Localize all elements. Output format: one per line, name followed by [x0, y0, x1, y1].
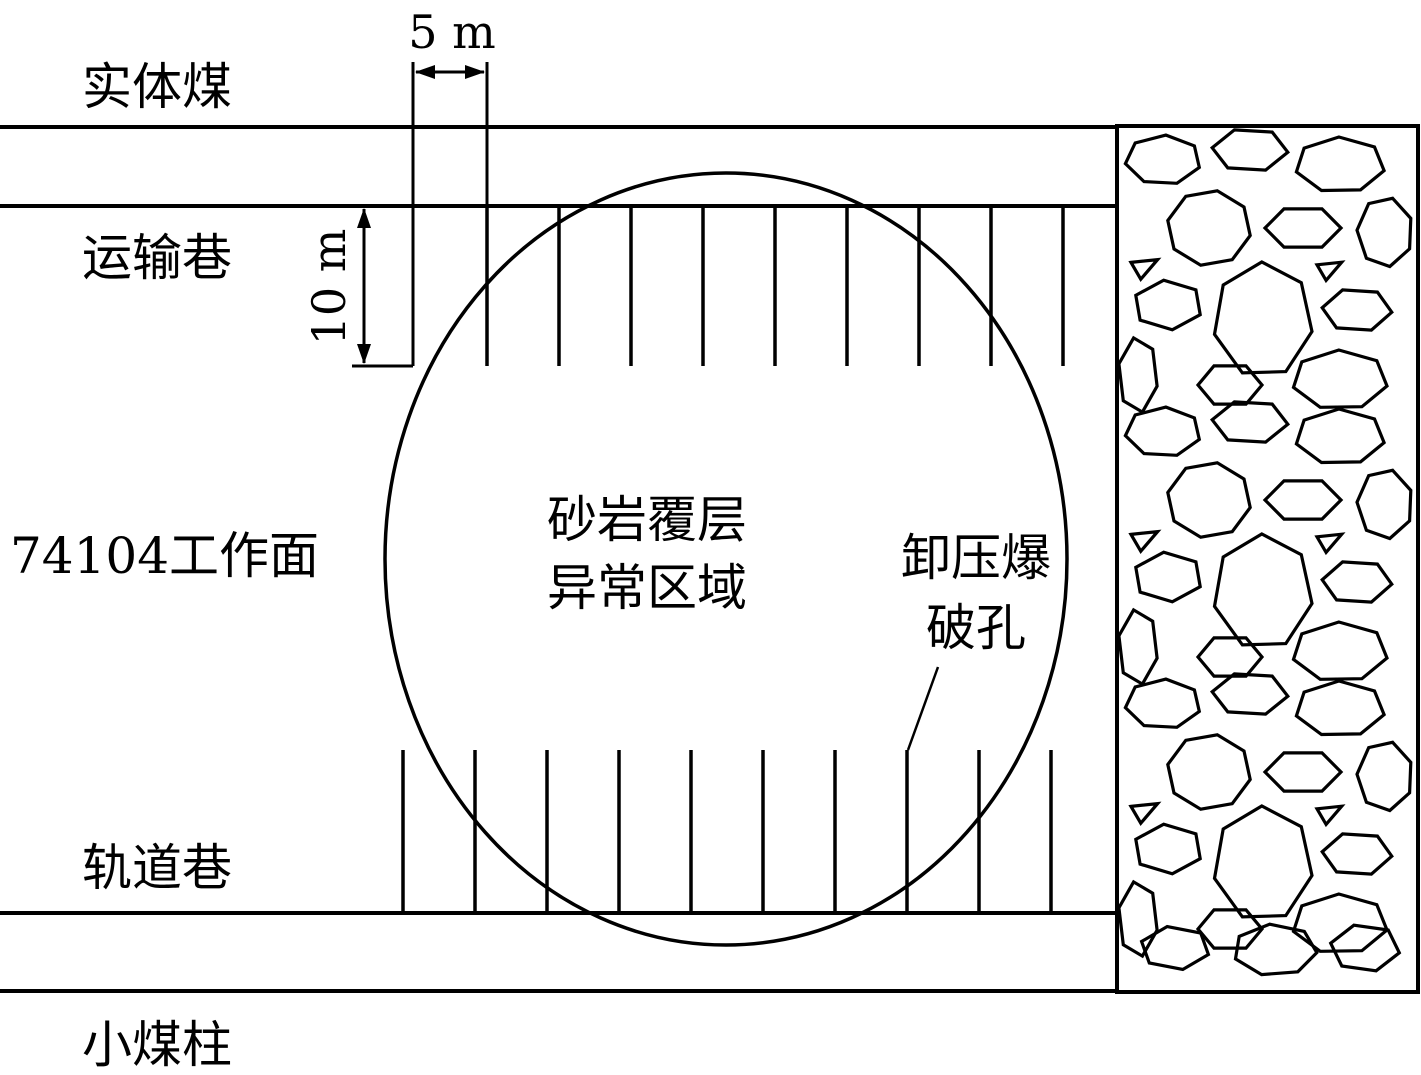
roadway-lines — [0, 125, 1118, 993]
blasthole-label-line2: 破孔 — [926, 599, 1026, 657]
goaf-rock-11 — [1195, 364, 1265, 406]
goaf-rock-26 — [1209, 672, 1291, 716]
goaf-rock-27 — [1294, 679, 1387, 737]
transport-roadway-label: 运输巷 — [82, 229, 232, 287]
goaf-rock-small-0-b — [1314, 260, 1346, 284]
goaf-rock-32 — [1212, 804, 1314, 919]
goaf-rock-22 — [1117, 607, 1159, 687]
track-roadway-label: 轨道巷 — [82, 839, 232, 897]
goaf-rock-25 — [1123, 677, 1202, 729]
blasthole-label-line1: 卸压爆 — [901, 529, 1051, 587]
goaf-rock-10 — [1117, 335, 1159, 415]
goaf-rock-28 — [1166, 733, 1252, 811]
goaf-rock-15 — [1294, 407, 1387, 465]
transport-side-blastholes — [485, 206, 1065, 366]
working-face-label: 74104工作面 — [10, 527, 319, 585]
spacing-arrowhead-left — [415, 65, 435, 79]
goaf-rock-38 — [1233, 922, 1319, 977]
sandstone-anomaly-circle — [383, 171, 1069, 947]
goaf-rock-4 — [1166, 189, 1252, 267]
goaf-rock-8 — [1212, 260, 1314, 375]
goaf-rock-29 — [1262, 751, 1344, 793]
depth-arrowhead-bottom — [357, 344, 371, 364]
goaf-rock-13 — [1123, 405, 1202, 457]
blasthole-leader-line — [906, 666, 940, 751]
small-pillar-label: 小煤柱 — [82, 1016, 232, 1070]
goaf-rock-36 — [1291, 892, 1389, 953]
goaf-rock-14 — [1209, 400, 1291, 444]
goaf-rock-small-2-b — [1314, 804, 1346, 828]
goaf-rock-small-1-a — [1128, 529, 1162, 554]
goaf-rock-34 — [1117, 879, 1159, 959]
goaf-rock-small-0-a — [1128, 257, 1162, 282]
anomaly-zone-label-line2: 异常区域 — [547, 559, 747, 617]
goaf-rock-19 — [1134, 550, 1202, 604]
goaf-caved-zone — [1115, 124, 1420, 994]
depth-dimension — [352, 209, 413, 368]
goaf-rock-39 — [1328, 923, 1402, 973]
goaf-rock-20 — [1212, 532, 1314, 647]
goaf-rock-37 — [1139, 924, 1211, 972]
goaf-rock-18 — [1355, 468, 1413, 541]
goaf-rock-24 — [1291, 620, 1389, 681]
spacing-dimension — [411, 62, 489, 366]
track-side-blastholes — [401, 750, 1053, 913]
goaf-rock-small-1-b — [1314, 532, 1346, 556]
goaf-rock-17 — [1262, 479, 1344, 521]
solid-coal-label: 实体煤 — [82, 58, 232, 116]
goaf-rock-12 — [1291, 348, 1389, 409]
goaf-rock-5 — [1262, 207, 1344, 249]
depth-arrowhead-top — [357, 208, 371, 228]
spacing-dimension-label: 5 m — [408, 5, 496, 59]
goaf-rock-fragments — [1117, 128, 1413, 977]
goaf-rock-1 — [1123, 133, 1202, 185]
goaf-rock-21 — [1320, 560, 1394, 604]
goaf-rock-31 — [1134, 822, 1202, 876]
goaf-rock-7 — [1134, 278, 1202, 332]
goaf-rock-6 — [1355, 196, 1413, 269]
goaf-rock-2 — [1209, 128, 1291, 172]
anomaly-zone-label-line1: 砂岩覆层 — [547, 491, 747, 549]
goaf-rock-3 — [1294, 135, 1387, 193]
goaf-rock-16 — [1166, 461, 1252, 539]
goaf-rock-small-2-a — [1128, 801, 1162, 826]
goaf-rock-33 — [1320, 832, 1394, 876]
goaf-rock-23 — [1195, 636, 1265, 678]
depth-dimension-label: 10 m — [302, 229, 356, 346]
spacing-arrowhead-right — [465, 65, 485, 79]
goaf-rock-30 — [1355, 740, 1413, 813]
goaf-rock-35 — [1195, 908, 1265, 950]
goaf-rock-9 — [1320, 288, 1394, 332]
